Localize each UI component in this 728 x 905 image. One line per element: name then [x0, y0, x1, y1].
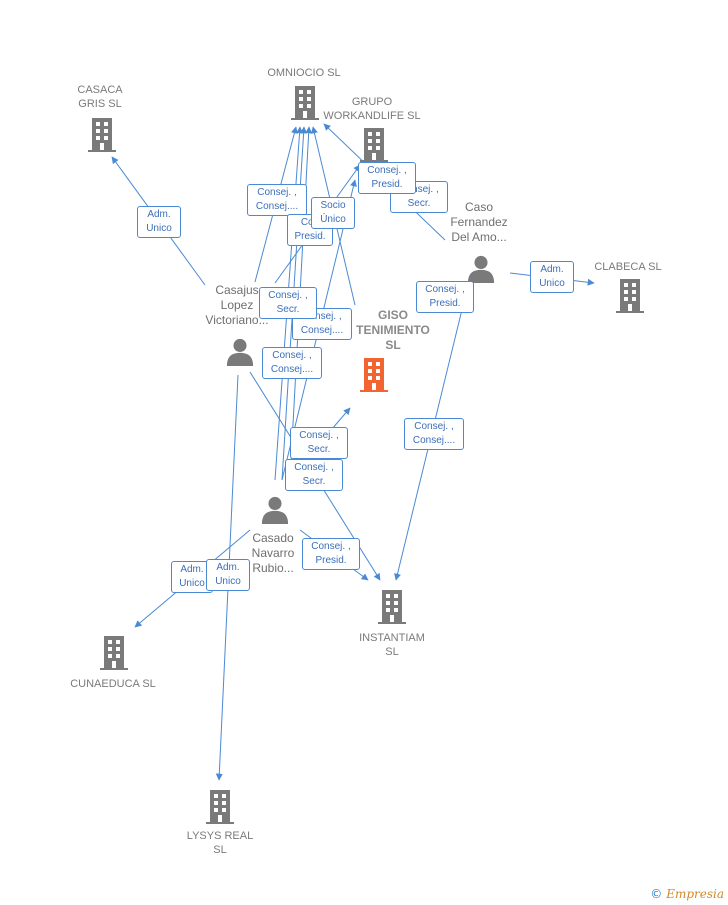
edge-label-consej-consej[interactable]: Consej. ,Consej.... — [404, 418, 464, 450]
edge-label-consej-presid[interactable]: Consej. ,Presid. — [416, 281, 474, 313]
caso-label[interactable]: Caso Fernandez Del Amo... — [450, 200, 508, 244]
edge-label-consej-secr[interactable]: Consej. ,Secr. — [285, 459, 343, 491]
clabeca-label[interactable]: CLABECA SL — [594, 261, 662, 273]
casado-label[interactable]: Casado Navarro Rubio... — [251, 531, 295, 575]
casajus-label[interactable]: Casajus Lopez Victoriano... — [205, 283, 269, 327]
casajus-person-icon[interactable] — [226, 338, 254, 366]
grupo-label[interactable]: GRUPO WORKANDLIFE SL — [323, 96, 421, 122]
edge-label-consej-consej[interactable]: Consej. ,Consej.... — [247, 184, 307, 216]
instantiam-building-icon[interactable] — [378, 590, 406, 624]
grupo-building-icon[interactable] — [360, 128, 388, 162]
clabeca-building-icon[interactable] — [616, 279, 644, 313]
edge-label-consej-secr[interactable]: Consej. ,Secr. — [290, 427, 348, 459]
edge-label-consej-presid[interactable]: Consej. ,Presid. — [302, 538, 360, 570]
brand-logo: Empresia — [666, 887, 724, 901]
lysys-building-icon[interactable] — [206, 790, 234, 824]
edge-label-adm-unico[interactable]: Adm.Unico — [206, 559, 250, 591]
lysys-label[interactable]: LYSYS REAL SL — [186, 830, 254, 856]
caso-person-icon[interactable] — [467, 255, 495, 283]
omniocio-label[interactable]: OMNIOCIO SL — [267, 67, 341, 79]
giso-label[interactable]: GISO TENIMIENTO SL — [356, 308, 430, 352]
cunaeduca-building-icon[interactable] — [100, 636, 128, 670]
casado-person-icon[interactable] — [261, 496, 289, 524]
instantiam-label[interactable]: INSTANTIAM SL — [359, 632, 425, 658]
edge-label-consej-consej[interactable]: Consej. ,Consej.... — [262, 347, 322, 379]
edge-label-consej-secr[interactable]: Consej. ,Secr. — [390, 181, 448, 213]
edge-label-consej-presid[interactable]: Consej. ,Presid. — [358, 162, 416, 194]
edge-label-adm-unico[interactable]: Adm.Unico — [137, 206, 181, 238]
edge-label-consej-secr[interactable]: Consej. ,Secr. — [259, 287, 317, 319]
copyright-icon: © — [650, 887, 663, 901]
casaca-building-icon[interactable] — [88, 118, 116, 152]
empresia-watermark: ©Empresia — [650, 887, 724, 901]
cunaeduca-label[interactable]: CUNAEDUCA SL — [70, 678, 156, 690]
casaca-label[interactable]: CASACA GRIS SL — [77, 84, 123, 110]
giso-building-icon[interactable] — [360, 358, 388, 392]
edge-label-adm-unico[interactable]: Adm.Unico — [530, 261, 574, 293]
